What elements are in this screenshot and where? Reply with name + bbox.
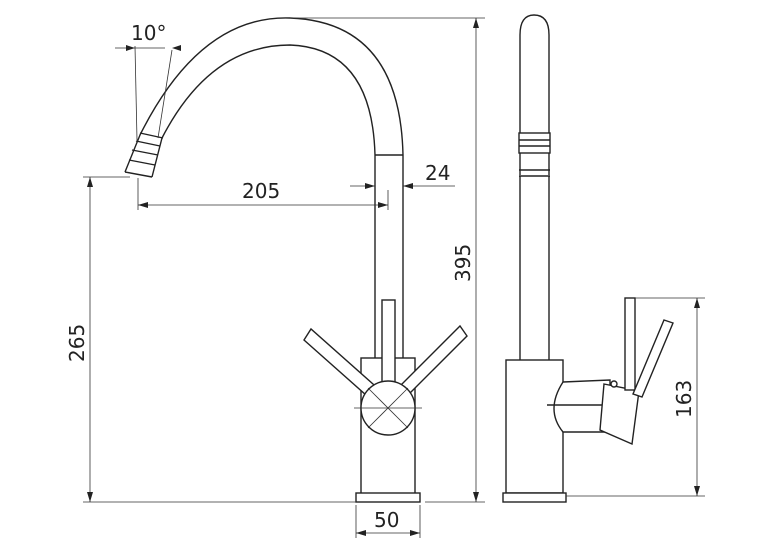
- side-cartridge-housing: [553, 379, 611, 433]
- dim-outlet-height: 265: [65, 324, 89, 362]
- side-base-plate: [502, 492, 567, 503]
- dim-spout-angle: 10°: [131, 21, 166, 45]
- side-spout: [519, 14, 550, 175]
- dim-spout-diameter: 24: [425, 161, 450, 185]
- aerator: [124, 132, 164, 178]
- dim-reach: 205: [242, 179, 280, 203]
- dim-total-height: 395: [451, 244, 475, 282]
- side-lever-handle: [632, 319, 674, 398]
- spout-inner-edge: [151, 44, 376, 178]
- base-plate: [355, 492, 421, 503]
- spout-outer-edge: [124, 17, 404, 173]
- dim-base-diameter: 50: [374, 508, 399, 532]
- side-mixer-body: [505, 359, 564, 494]
- side-lever-stem: [624, 297, 636, 391]
- side-view: [502, 14, 674, 503]
- front-view: [124, 17, 468, 503]
- dimension-lines: 10° 205 24 395 265 50: [65, 17, 705, 538]
- side-aerator: [518, 132, 551, 154]
- dim-handle-height: 163: [672, 380, 696, 418]
